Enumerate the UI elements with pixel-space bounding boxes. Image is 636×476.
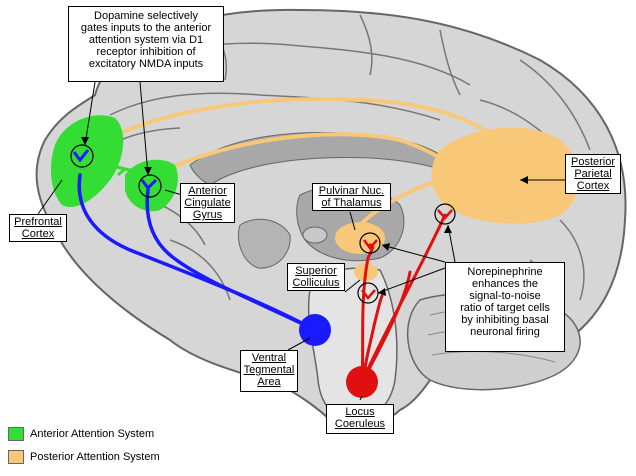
label-vta-line-2: Tegmental (243, 364, 295, 376)
ne-synapse-parietal (434, 203, 456, 225)
label-parietal-line-2: Parietal (574, 168, 612, 180)
label-locus-coeruleus: Locus Coeruleus (326, 404, 394, 434)
legend-anterior-swatch (8, 427, 24, 441)
dopamine-note-line-4: receptor inhibition of (96, 46, 196, 58)
posterior-parietal-region (431, 127, 579, 224)
hypothalamus-region (237, 218, 291, 269)
label-prefrontal-cortex: Prefrontal Cortex (9, 214, 67, 242)
dopamine-note-line-5: excitatory NMDA inputs (88, 58, 204, 70)
legend-posterior: Posterior Attention System (8, 450, 228, 466)
legend-anterior-label: Anterior Attention System (30, 428, 155, 440)
norepinephrine-note: Norepinephrine enhances the signal-to-no… (445, 262, 565, 352)
label-pulvinar-nucleus: Pulvinar Nuc. of Thalamus (312, 183, 391, 211)
label-pulvinar-line-2: of Thalamus (321, 197, 382, 209)
legend-posterior-label: Posterior Attention System (30, 451, 160, 463)
dopamine-terminals (72, 149, 158, 191)
legend-anterior: Anterior Attention System (8, 427, 228, 443)
ne-note-line-6: neuronal firing (470, 326, 540, 338)
prefrontal-region (50, 115, 124, 208)
label-colliculus-line-1: Superior (295, 265, 337, 277)
dopamine-synapse-prefrontal (70, 144, 94, 168)
dopamine-note: Dopamine selectively gates inputs to the… (68, 6, 224, 82)
label-prefrontal-line-2: Cortex (21, 228, 55, 240)
dopamine-note-line-2: gates inputs to the anterior (80, 22, 212, 34)
label-parietal-line-3: Cortex (576, 180, 610, 192)
ne-note-line-3: signal-to-noise (469, 290, 541, 302)
label-lc-line-1: Locus (345, 406, 375, 418)
label-prefrontal-line-1: Prefrontal (14, 216, 62, 228)
norepinephrine-terminals (361, 209, 453, 300)
posterior-pathways (86, 97, 512, 227)
label-anterior-cingulate-gyrus: Anterior Cingulate Gyrus (180, 183, 235, 223)
ne-note-line-4: ratio of target cells (460, 302, 550, 314)
label-vta-line-1: Ventral (251, 352, 287, 364)
label-vta-line-3: Area (257, 376, 281, 388)
locus-coeruleus-nucleus (346, 366, 378, 398)
label-parietal-line-1: Posterior (570, 156, 616, 168)
small-nucleus (302, 226, 328, 244)
label-superior-colliculus: Superior Colliculus (287, 263, 345, 291)
dopamine-note-line-3: attention system via D1 (88, 34, 204, 46)
ne-note-line-2: enhances the (471, 278, 539, 290)
anterior-connections (99, 158, 141, 177)
dopamine-note-line-1: Dopamine selectively (94, 10, 198, 22)
leader-lines (37, 81, 565, 401)
ventral-tegmental-nucleus (299, 314, 331, 346)
label-anterior-cingulate-line-3: Gyrus (192, 209, 223, 221)
ne-synapse-pulvinar (359, 232, 381, 254)
leader-arrowheads (81, 137, 528, 296)
dopamine-pathway (77, 173, 317, 332)
label-lc-line-2: Coeruleus (334, 418, 386, 430)
label-posterior-parietal-cortex: Posterior Parietal Cortex (565, 154, 621, 194)
label-pulvinar-line-1: Pulvinar Nuc. (318, 185, 385, 197)
label-anterior-cingulate-line-1: Anterior (188, 185, 227, 197)
legend-posterior-swatch (8, 450, 24, 464)
dopamine-synapse-cingulate (138, 174, 162, 198)
ne-note-line-1: Norepinephrine (467, 266, 543, 278)
ne-note-line-5: by inhibiting basal (461, 314, 549, 326)
label-ventral-tegmental-area: Ventral Tegmental Area (240, 350, 298, 392)
label-colliculus-line-2: Colliculus (292, 277, 340, 289)
label-anterior-cingulate-line-2: Cingulate (184, 197, 231, 209)
